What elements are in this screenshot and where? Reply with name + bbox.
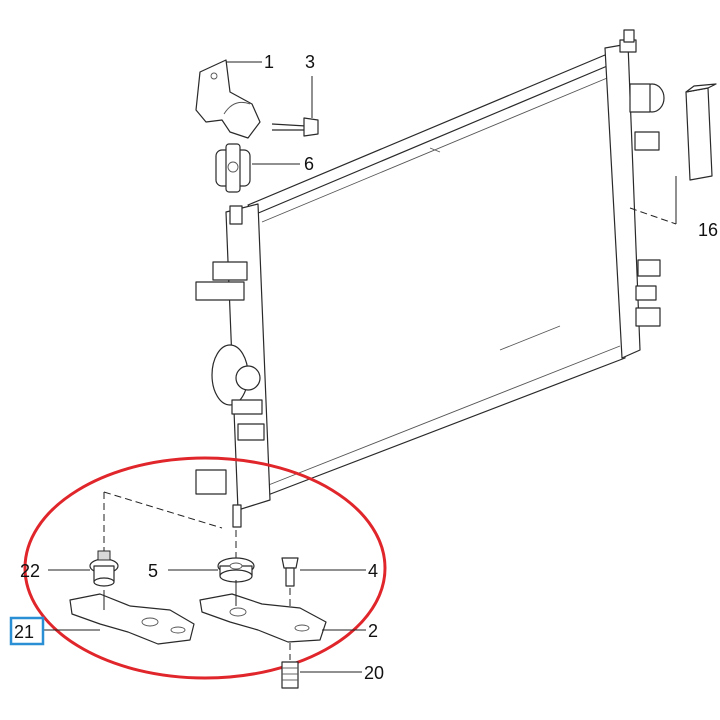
- part-3-bolt: [271, 76, 319, 137]
- alignment-dash-left: [103, 491, 223, 529]
- part-16-seal-strip: [629, 83, 717, 225]
- part-2-right-bracket: [199, 580, 366, 643]
- callout-5: 5: [148, 561, 158, 581]
- callout-3: 3: [305, 52, 315, 72]
- highlight-ellipse: [23, 456, 387, 680]
- radiator-left-tank: [195, 203, 271, 528]
- callout-4: 4: [368, 561, 378, 581]
- part-22-grommet: [48, 550, 119, 587]
- callout-2: 2: [368, 621, 378, 641]
- callout-1: 1: [264, 52, 274, 72]
- callout-6: 6: [304, 154, 314, 174]
- part-21-left-bracket: [44, 590, 195, 645]
- callout-21-highlight-box: [9, 616, 45, 646]
- callout-16: 16: [698, 220, 718, 240]
- callout-21: 21: [14, 622, 34, 642]
- part-5-grommet: [168, 557, 255, 583]
- radiator-right-tank: [604, 29, 665, 359]
- part-4-bolt: [281, 557, 366, 660]
- callout-20: 20: [364, 663, 384, 683]
- part-6-grommet: [215, 143, 300, 193]
- part-20-threaded-stud: [281, 661, 362, 689]
- part-1-upper-bracket: [195, 59, 262, 139]
- callout-22: 22: [20, 561, 40, 581]
